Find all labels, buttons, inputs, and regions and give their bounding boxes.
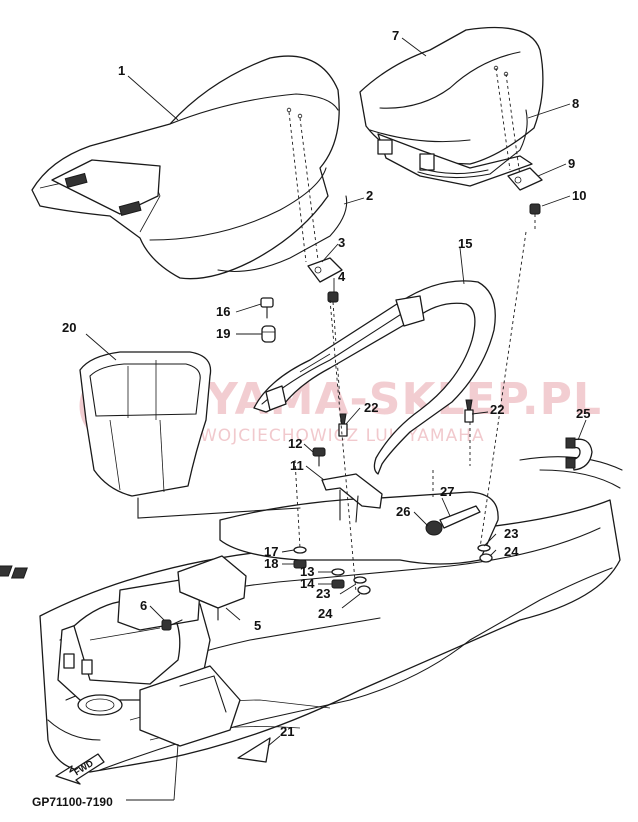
latch-pin-icon [464, 399, 474, 466]
rear-seat-bracket [507, 167, 543, 191]
callout-23-left: 23 [316, 586, 330, 601]
callout-21: 21 [280, 724, 294, 739]
lock-strap [439, 505, 481, 529]
storage-bin [79, 351, 301, 519]
callout-20: 20 [62, 320, 76, 335]
seat-stay-rear [417, 109, 528, 179]
seat-frame [253, 280, 496, 475]
callout-22-right: 22 [490, 402, 504, 417]
callout-7: 7 [392, 28, 399, 43]
callout-14: 14 [300, 576, 315, 591]
callout-23-right: 23 [504, 526, 518, 541]
washer-icon [477, 544, 491, 552]
nut-icon [357, 585, 371, 595]
leader-lines [85, 37, 587, 801]
callout-18: 18 [264, 556, 278, 571]
rear-bracket-bolt-icon [529, 203, 541, 230]
lock-knob-icon [425, 520, 443, 536]
latch-bracket [321, 473, 383, 523]
callout-labels: 1 2 3 4 5 6 7 8 9 10 11 12 13 14 15 16 1… [62, 28, 590, 739]
callout-25: 25 [576, 406, 590, 421]
grommet-icon [261, 325, 276, 343]
front-seat-bracket [307, 257, 343, 283]
callout-8: 8 [572, 96, 579, 111]
deck-mat [237, 737, 271, 763]
front-seat [31, 55, 340, 280]
callout-11: 11 [290, 458, 304, 473]
callout-24-left: 24 [318, 606, 333, 621]
hull-deck [39, 456, 623, 773]
callout-15: 15 [458, 236, 472, 251]
nut-icon [331, 579, 345, 589]
latch-screw-icon [312, 447, 326, 467]
callout-1: 1 [118, 63, 125, 78]
washer-icon [353, 576, 367, 584]
rear-seat [359, 26, 544, 187]
nut-icon [479, 553, 493, 563]
callout-17: 17 [264, 544, 278, 559]
callout-16: 16 [216, 304, 230, 319]
callout-6: 6 [140, 598, 147, 613]
callout-13: 13 [300, 564, 314, 579]
callout-5: 5 [254, 618, 261, 633]
drawing-code: GP71100-7190 [32, 795, 113, 809]
callout-2: 2 [366, 188, 373, 203]
callout-24-right: 24 [504, 544, 519, 559]
callout-10: 10 [572, 188, 586, 203]
washer-icon [331, 568, 345, 576]
washer-icon [293, 546, 307, 554]
callout-3: 3 [338, 235, 345, 250]
callout-9: 9 [568, 156, 575, 171]
callout-22-left: 22 [364, 400, 378, 415]
callout-17-19: 19 [216, 326, 230, 341]
clamp-icon [565, 437, 593, 471]
box-bolt-icon [161, 619, 183, 631]
callout-4: 4 [338, 269, 346, 284]
callout-12: 12 [288, 436, 302, 451]
callout-27: 27 [440, 484, 454, 499]
washer-nut-stack [293, 544, 493, 595]
control-box [0, 555, 247, 621]
seat-stay-front [217, 111, 348, 273]
screw-icon [260, 297, 274, 319]
alignment-lines [294, 231, 527, 593]
latch-pin-icon [338, 413, 348, 437]
callout-26: 26 [396, 504, 410, 519]
